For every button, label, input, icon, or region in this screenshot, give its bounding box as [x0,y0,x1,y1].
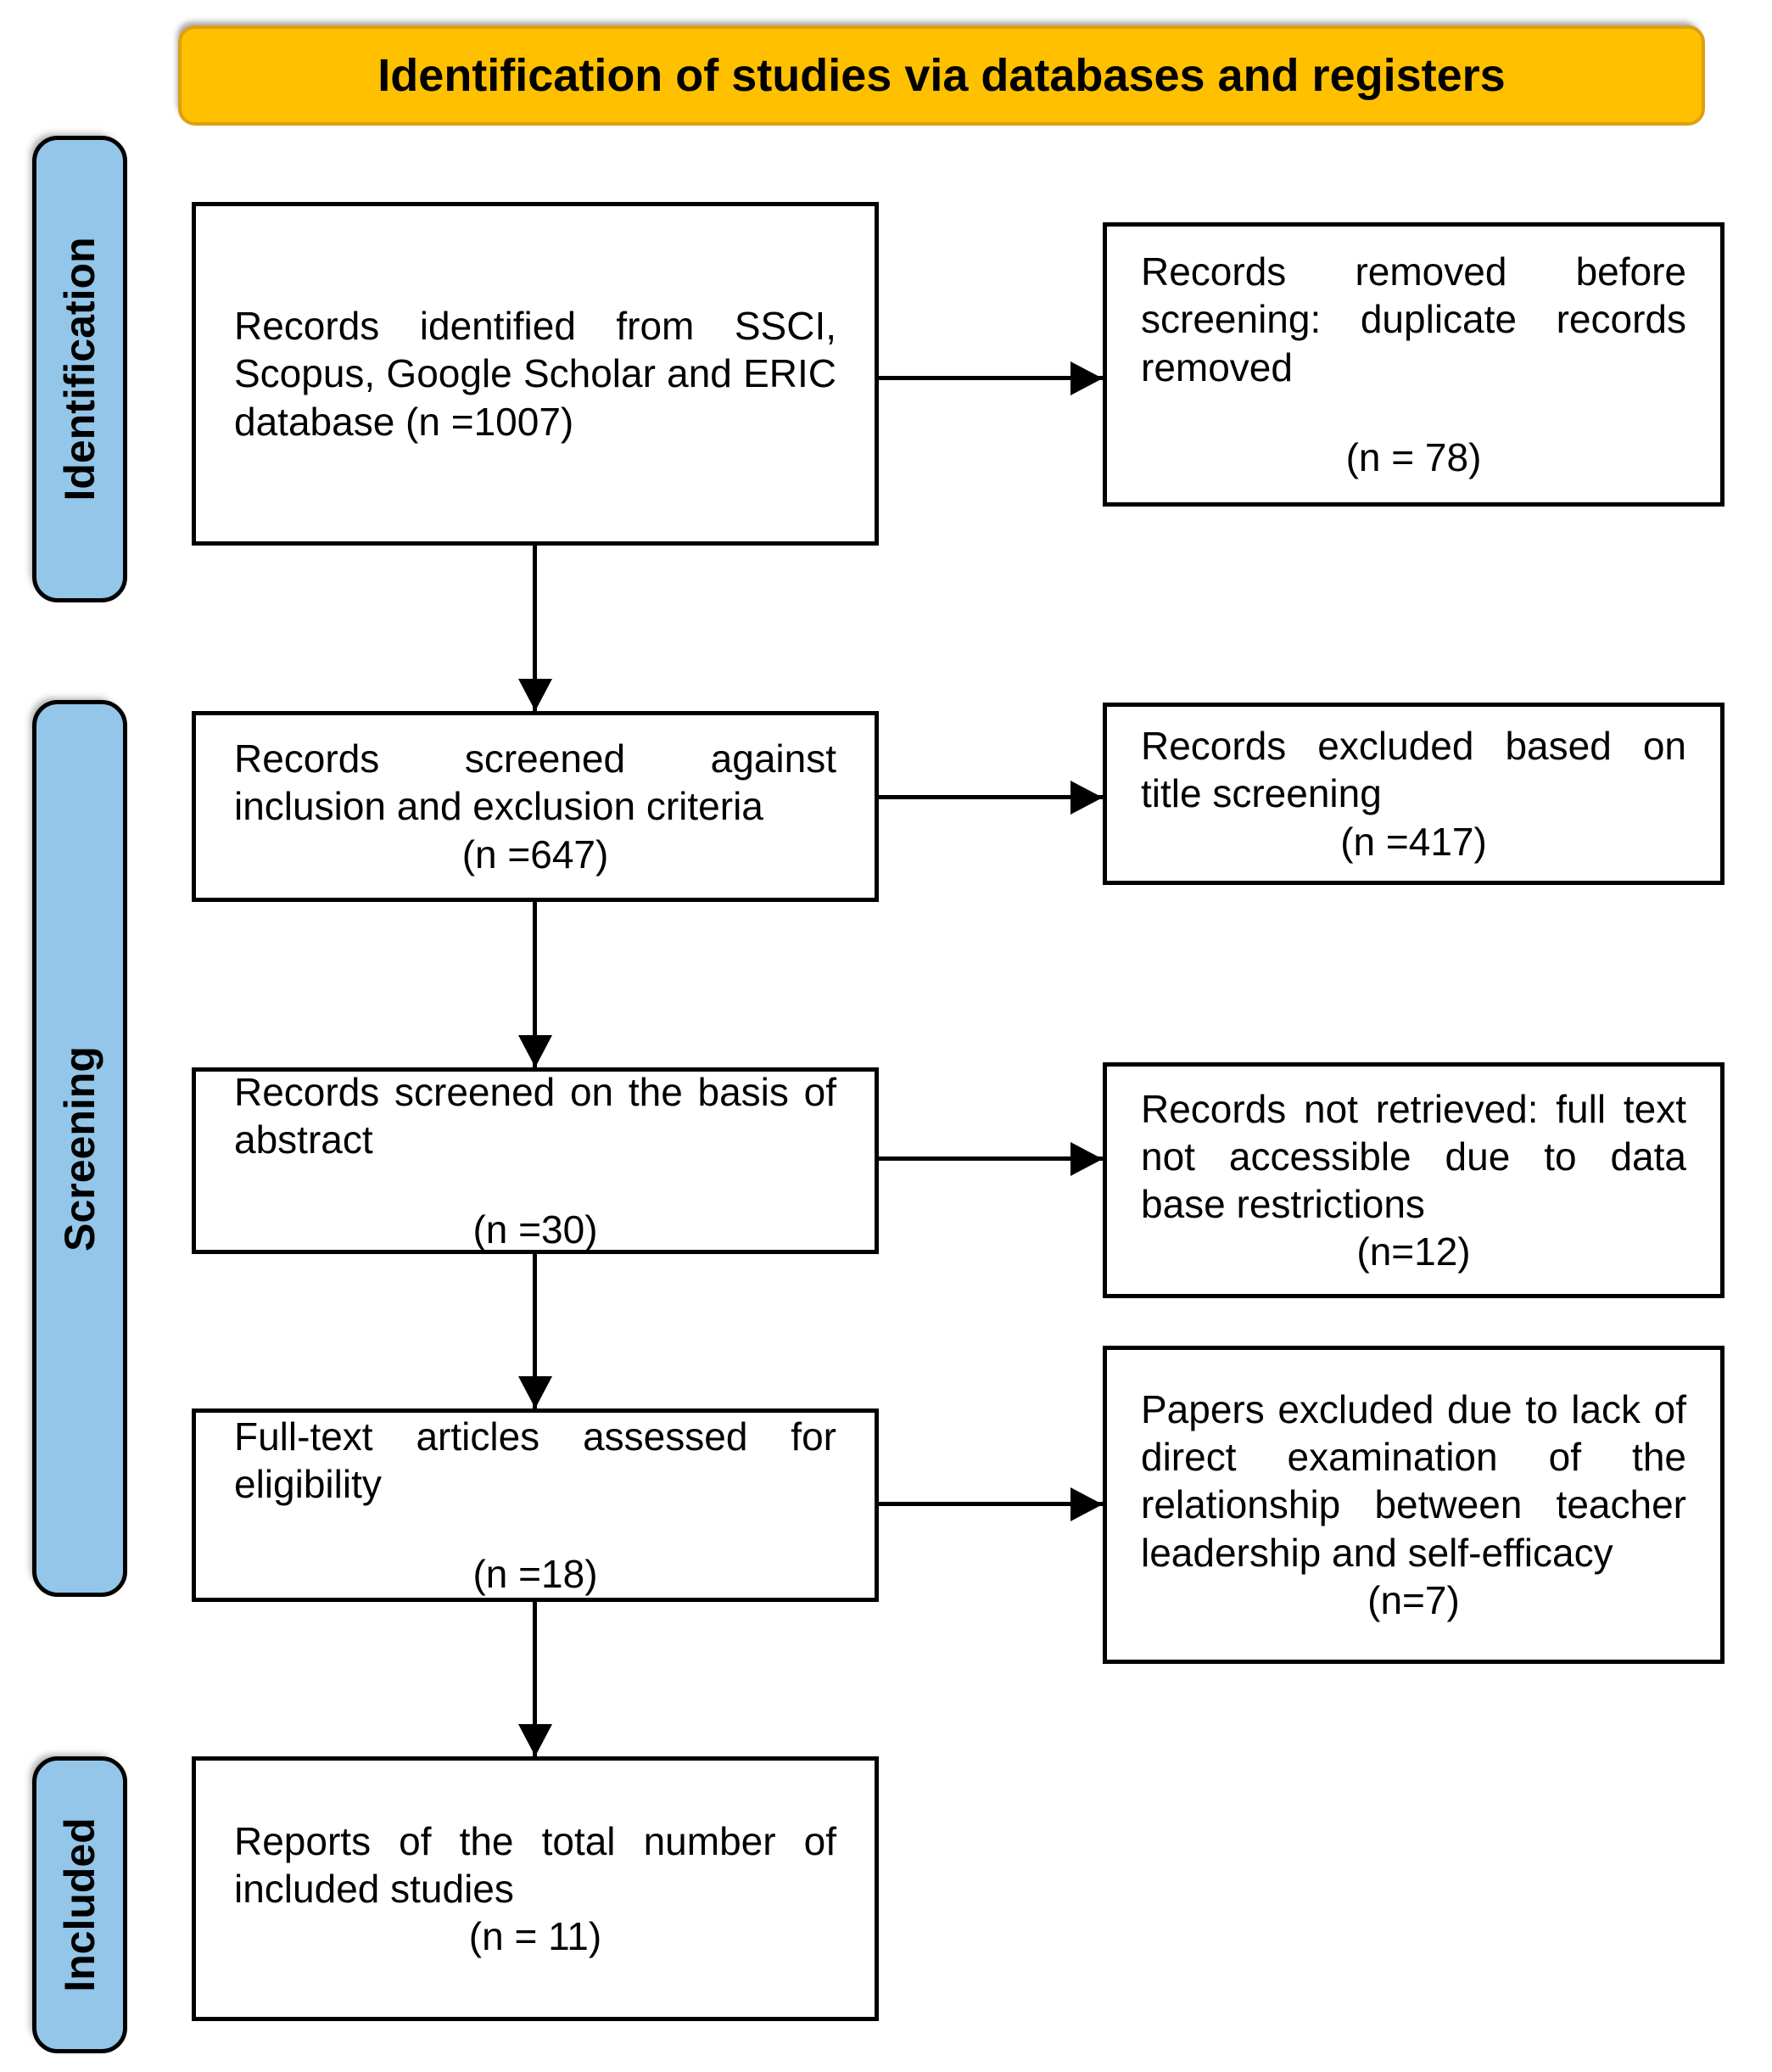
down-arrow-2 [533,902,537,1067]
box-records-not-retrieved-count: (n=12) [1356,1229,1471,1274]
box-records-identified-text: Records identified from SSCI, Scopus, Go… [234,304,836,444]
box-records-excluded-title-text: Records excluded based on title screenin… [1141,724,1686,816]
right-arrow-3 [879,1156,1103,1161]
box-records-screened-abstract-count: (n =30) [472,1207,598,1252]
box-records-screened-abstract-text: Records screened on the basis of abstrac… [234,1069,836,1162]
box-fulltext-assessed-count: (n =18) [472,1552,598,1597]
box-reports-included: Reports of the total number of included … [192,1756,879,2021]
box-records-identified: Records identified from SSCI, Scopus, Go… [192,202,879,546]
box-records-not-retrieved-text: Records not retrieved: full text not acc… [1141,1086,1686,1226]
box-papers-excluded: Papers excluded due to lack of direct ex… [1103,1346,1724,1664]
header-banner: Identification of studies via databases … [178,25,1705,126]
box-records-screened-criteria-text: Records screened against inclusion and e… [234,736,836,829]
box-reports-included-count: (n = 11) [468,1914,602,1959]
stage-label-identification: Identification [32,136,127,602]
down-arrow-4 [533,1602,537,1756]
box-reports-included-text: Reports of the total number of included … [234,1818,836,1911]
box-fulltext-assessed-text: Full-text articles assessed for eligibil… [234,1414,836,1506]
right-arrow-4 [879,1502,1103,1506]
stage-label-screening: Screening [32,700,127,1597]
box-papers-excluded-text: Papers excluded due to lack of direct ex… [1141,1387,1686,1575]
box-fulltext-assessed: Full-text articles assessed for eligibil… [192,1408,879,1602]
box-records-removed-before-screening-count: (n = 78) [1345,434,1482,479]
stage-label-identification-text: Identification [56,237,103,501]
box-records-screened-criteria: Records screened against inclusion and e… [192,711,879,902]
box-records-excluded-title: Records excluded based on title screenin… [1103,703,1724,885]
down-arrow-1 [533,546,537,711]
box-papers-excluded-count: (n=7) [1367,1577,1460,1622]
box-records-screened-criteria-count: (n =647) [461,832,609,876]
stage-label-included: Included [32,1756,127,2053]
box-records-removed-before-screening-text: Records removed before screening: duplic… [1141,249,1686,389]
box-records-excluded-title-count: (n =417) [1340,819,1487,864]
right-arrow-2 [879,795,1103,799]
down-arrow-3 [533,1254,537,1408]
header-title: Identification of studies via databases … [377,50,1506,101]
box-records-removed-before-screening: Records removed before screening: duplic… [1103,222,1724,507]
box-records-screened-abstract: Records screened on the basis of abstrac… [192,1067,879,1254]
stage-label-screening-text: Screening [56,1045,103,1252]
right-arrow-1 [879,376,1103,380]
stage-label-included-text: Included [56,1817,103,1992]
box-records-not-retrieved: Records not retrieved: full text not acc… [1103,1062,1724,1298]
